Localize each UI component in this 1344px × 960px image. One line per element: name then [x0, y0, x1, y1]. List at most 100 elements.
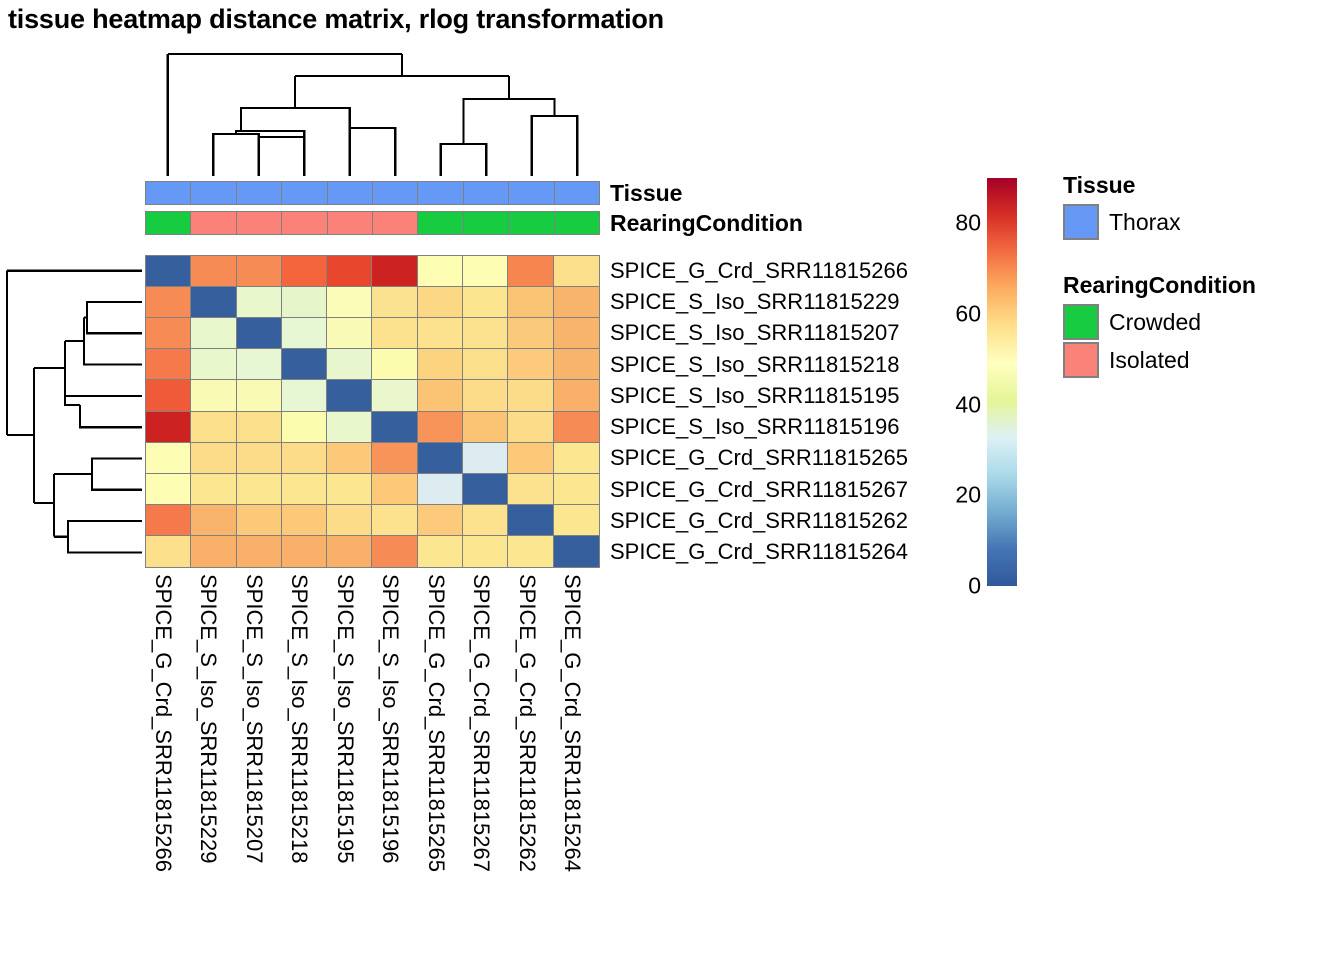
- heatmap-cell: [146, 411, 192, 443]
- heatmap-cell: [327, 473, 373, 505]
- heatmap-cell: [553, 287, 599, 319]
- column-label-slot: SPICE_S_Iso_SRR11815229: [191, 574, 237, 954]
- heatmap-cell: [146, 473, 192, 505]
- heatmap-cell: [236, 411, 282, 443]
- heatmap-cell: [508, 349, 554, 381]
- legend-swatch-isolated: [1063, 342, 1099, 378]
- row-dendrogram: [5, 269, 142, 554]
- heatmap-cell: [236, 318, 282, 350]
- heatmap-cell: [281, 256, 328, 288]
- heatmap-cell: [146, 504, 192, 536]
- column-label: SPICE_G_Crd_SRR11815264: [560, 574, 586, 872]
- legend-label-thorax: Thorax: [1109, 208, 1181, 235]
- heatmap-cell: [508, 411, 554, 443]
- heatmap-cell: [236, 535, 282, 567]
- row-label: SPICE_G_Crd_SRR11815264: [610, 539, 908, 565]
- row-label: SPICE_S_Iso_SRR11815218: [610, 351, 900, 377]
- heatmap-cell: [372, 287, 418, 319]
- heatmap-cell: [417, 380, 464, 412]
- column-label-slot: SPICE_S_Iso_SRR11815218: [282, 574, 328, 954]
- heatmap-cell: [327, 349, 373, 381]
- annotation-cell: [373, 182, 419, 204]
- heatmap-cell: [463, 380, 509, 412]
- colorbar-tick-label: 0: [968, 572, 981, 599]
- tissue-annotation-strip: [145, 181, 600, 205]
- annotation-cell: [327, 182, 374, 204]
- heatmap-cell: [281, 349, 328, 381]
- heatmap-cell: [553, 442, 599, 474]
- heatmap-cell: [146, 256, 192, 288]
- legend-tissue-title: Tissue: [1063, 172, 1136, 198]
- heatmap-cell: [327, 411, 373, 443]
- heatmap-cell: [191, 287, 237, 319]
- heatmap-cell: [281, 318, 328, 350]
- row-label: SPICE_G_Crd_SRR11815262: [610, 508, 908, 534]
- heatmap-cell: [281, 442, 328, 474]
- column-label: SPICE_G_Crd_SRR11815267: [469, 574, 495, 872]
- heatmap-cell: [417, 287, 464, 319]
- heatmap-cell: [146, 318, 192, 350]
- heatmap-cell: [236, 473, 282, 505]
- heatmap-cell: [372, 256, 418, 288]
- legend-item-isolated[interactable]: Isolated: [1063, 341, 1256, 379]
- annotation-cell: [146, 212, 192, 234]
- annotation-cell: [282, 212, 328, 234]
- heatmap-cell: [281, 473, 328, 505]
- row-label: SPICE_S_Iso_SRR11815207: [610, 320, 900, 346]
- heatmap-cell: [417, 473, 464, 505]
- column-label-slot: SPICE_G_Crd_SRR11815264: [555, 574, 601, 954]
- heatmap-cell: [281, 504, 328, 536]
- column-label-slot: SPICE_S_Iso_SRR11815196: [373, 574, 419, 954]
- legend-label-isolated: Isolated: [1109, 346, 1190, 373]
- page-title: tissue heatmap distance matrix, rlog tra…: [8, 4, 664, 34]
- colorbar-tick-label: 80: [955, 209, 981, 236]
- heatmap-cell: [327, 442, 373, 474]
- heatmap-cell: [372, 535, 418, 567]
- column-label: SPICE_S_Iso_SRR11815196: [378, 574, 404, 864]
- heatmap-cell: [553, 504, 599, 536]
- heatmap-cell: [146, 380, 192, 412]
- tissue-annotation-label: Tissue: [610, 180, 683, 206]
- heatmap-cell: [372, 442, 418, 474]
- heatmap-cell: [146, 287, 192, 319]
- heatmap-cell: [281, 535, 328, 567]
- annotation-cell: [373, 212, 419, 234]
- heatmap-cell: [236, 349, 282, 381]
- annotation-cell: [282, 182, 328, 204]
- legend-item-crowded[interactable]: Crowded: [1063, 303, 1256, 341]
- heatmap-cell: [463, 318, 509, 350]
- annotation-cell: [191, 182, 237, 204]
- heatmap-cell: [508, 535, 554, 567]
- heatmap-cell: [417, 442, 464, 474]
- heatmap-cell: [463, 287, 509, 319]
- row-label: SPICE_S_Iso_SRR11815195: [610, 382, 900, 408]
- heatmap-cell: [191, 504, 237, 536]
- row-label: SPICE_G_Crd_SRR11815267: [610, 476, 908, 502]
- heatmap-cell: [508, 504, 554, 536]
- annotation-cell: [554, 212, 600, 234]
- heatmap-cell: [463, 349, 509, 381]
- heatmap-cell: [372, 318, 418, 350]
- heatmap-cell: [281, 287, 328, 319]
- legend-rearing-title: RearingCondition: [1063, 272, 1256, 298]
- column-label-slot: SPICE_G_Crd_SRR11815266: [145, 574, 191, 954]
- legend-swatch-crowded: [1063, 304, 1099, 340]
- column-label: SPICE_G_Crd_SRR11815262: [514, 574, 540, 872]
- heatmap-cell: [463, 504, 509, 536]
- heatmap-cell: [417, 349, 464, 381]
- heatmap-cell: [508, 380, 554, 412]
- column-label: SPICE_S_Iso_SRR11815229: [196, 574, 222, 864]
- heatmap-cell: [553, 318, 599, 350]
- heatmap-cell: [327, 380, 373, 412]
- column-label-slot: SPICE_G_Crd_SRR11815262: [509, 574, 555, 954]
- legend-rearing-condition: RearingCondition Crowded Isolated: [1063, 272, 1256, 379]
- heatmap-cell: [372, 411, 418, 443]
- row-label: SPICE_G_Crd_SRR11815265: [610, 445, 908, 471]
- heatmap-cell: [236, 442, 282, 474]
- row-label: SPICE_S_Iso_SRR11815229: [610, 288, 900, 314]
- colorbar-gradient: [987, 178, 1017, 586]
- legend-item-thorax[interactable]: Thorax: [1063, 203, 1181, 241]
